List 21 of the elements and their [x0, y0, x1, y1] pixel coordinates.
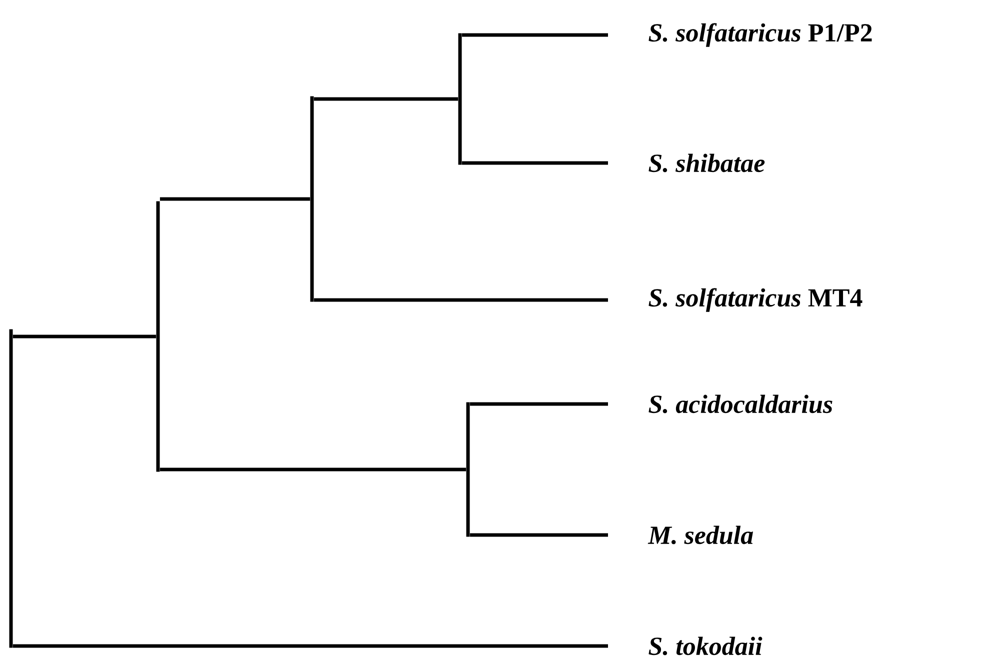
species-label: S. shibatae: [648, 154, 765, 172]
species-label: S. tokodaii: [648, 636, 762, 656]
tree-branch: [314, 298, 608, 302]
species-label: S. acidocaldarius: [648, 394, 832, 414]
tree-branch: [470, 533, 608, 537]
tree-branch: [470, 402, 608, 406]
tree-branch: [314, 97, 458, 101]
species-label: S. solfataricus MT4: [648, 288, 862, 312]
tree-branch: [12, 334, 156, 338]
species-label: M. sedula: [648, 526, 753, 544]
tree-branch: [462, 33, 608, 37]
tree-branch: [310, 96, 314, 302]
tree-branch: [462, 161, 608, 165]
tree-branch: [160, 197, 310, 201]
tree-branch: [156, 201, 160, 472]
species-label: S. solfataricus P1/P2: [648, 23, 872, 47]
tree-branch: [12, 644, 608, 648]
tree-branch: [9, 329, 13, 648]
tree-branch: [466, 402, 470, 537]
tree-branch: [458, 33, 462, 165]
tree-branch: [160, 468, 466, 472]
